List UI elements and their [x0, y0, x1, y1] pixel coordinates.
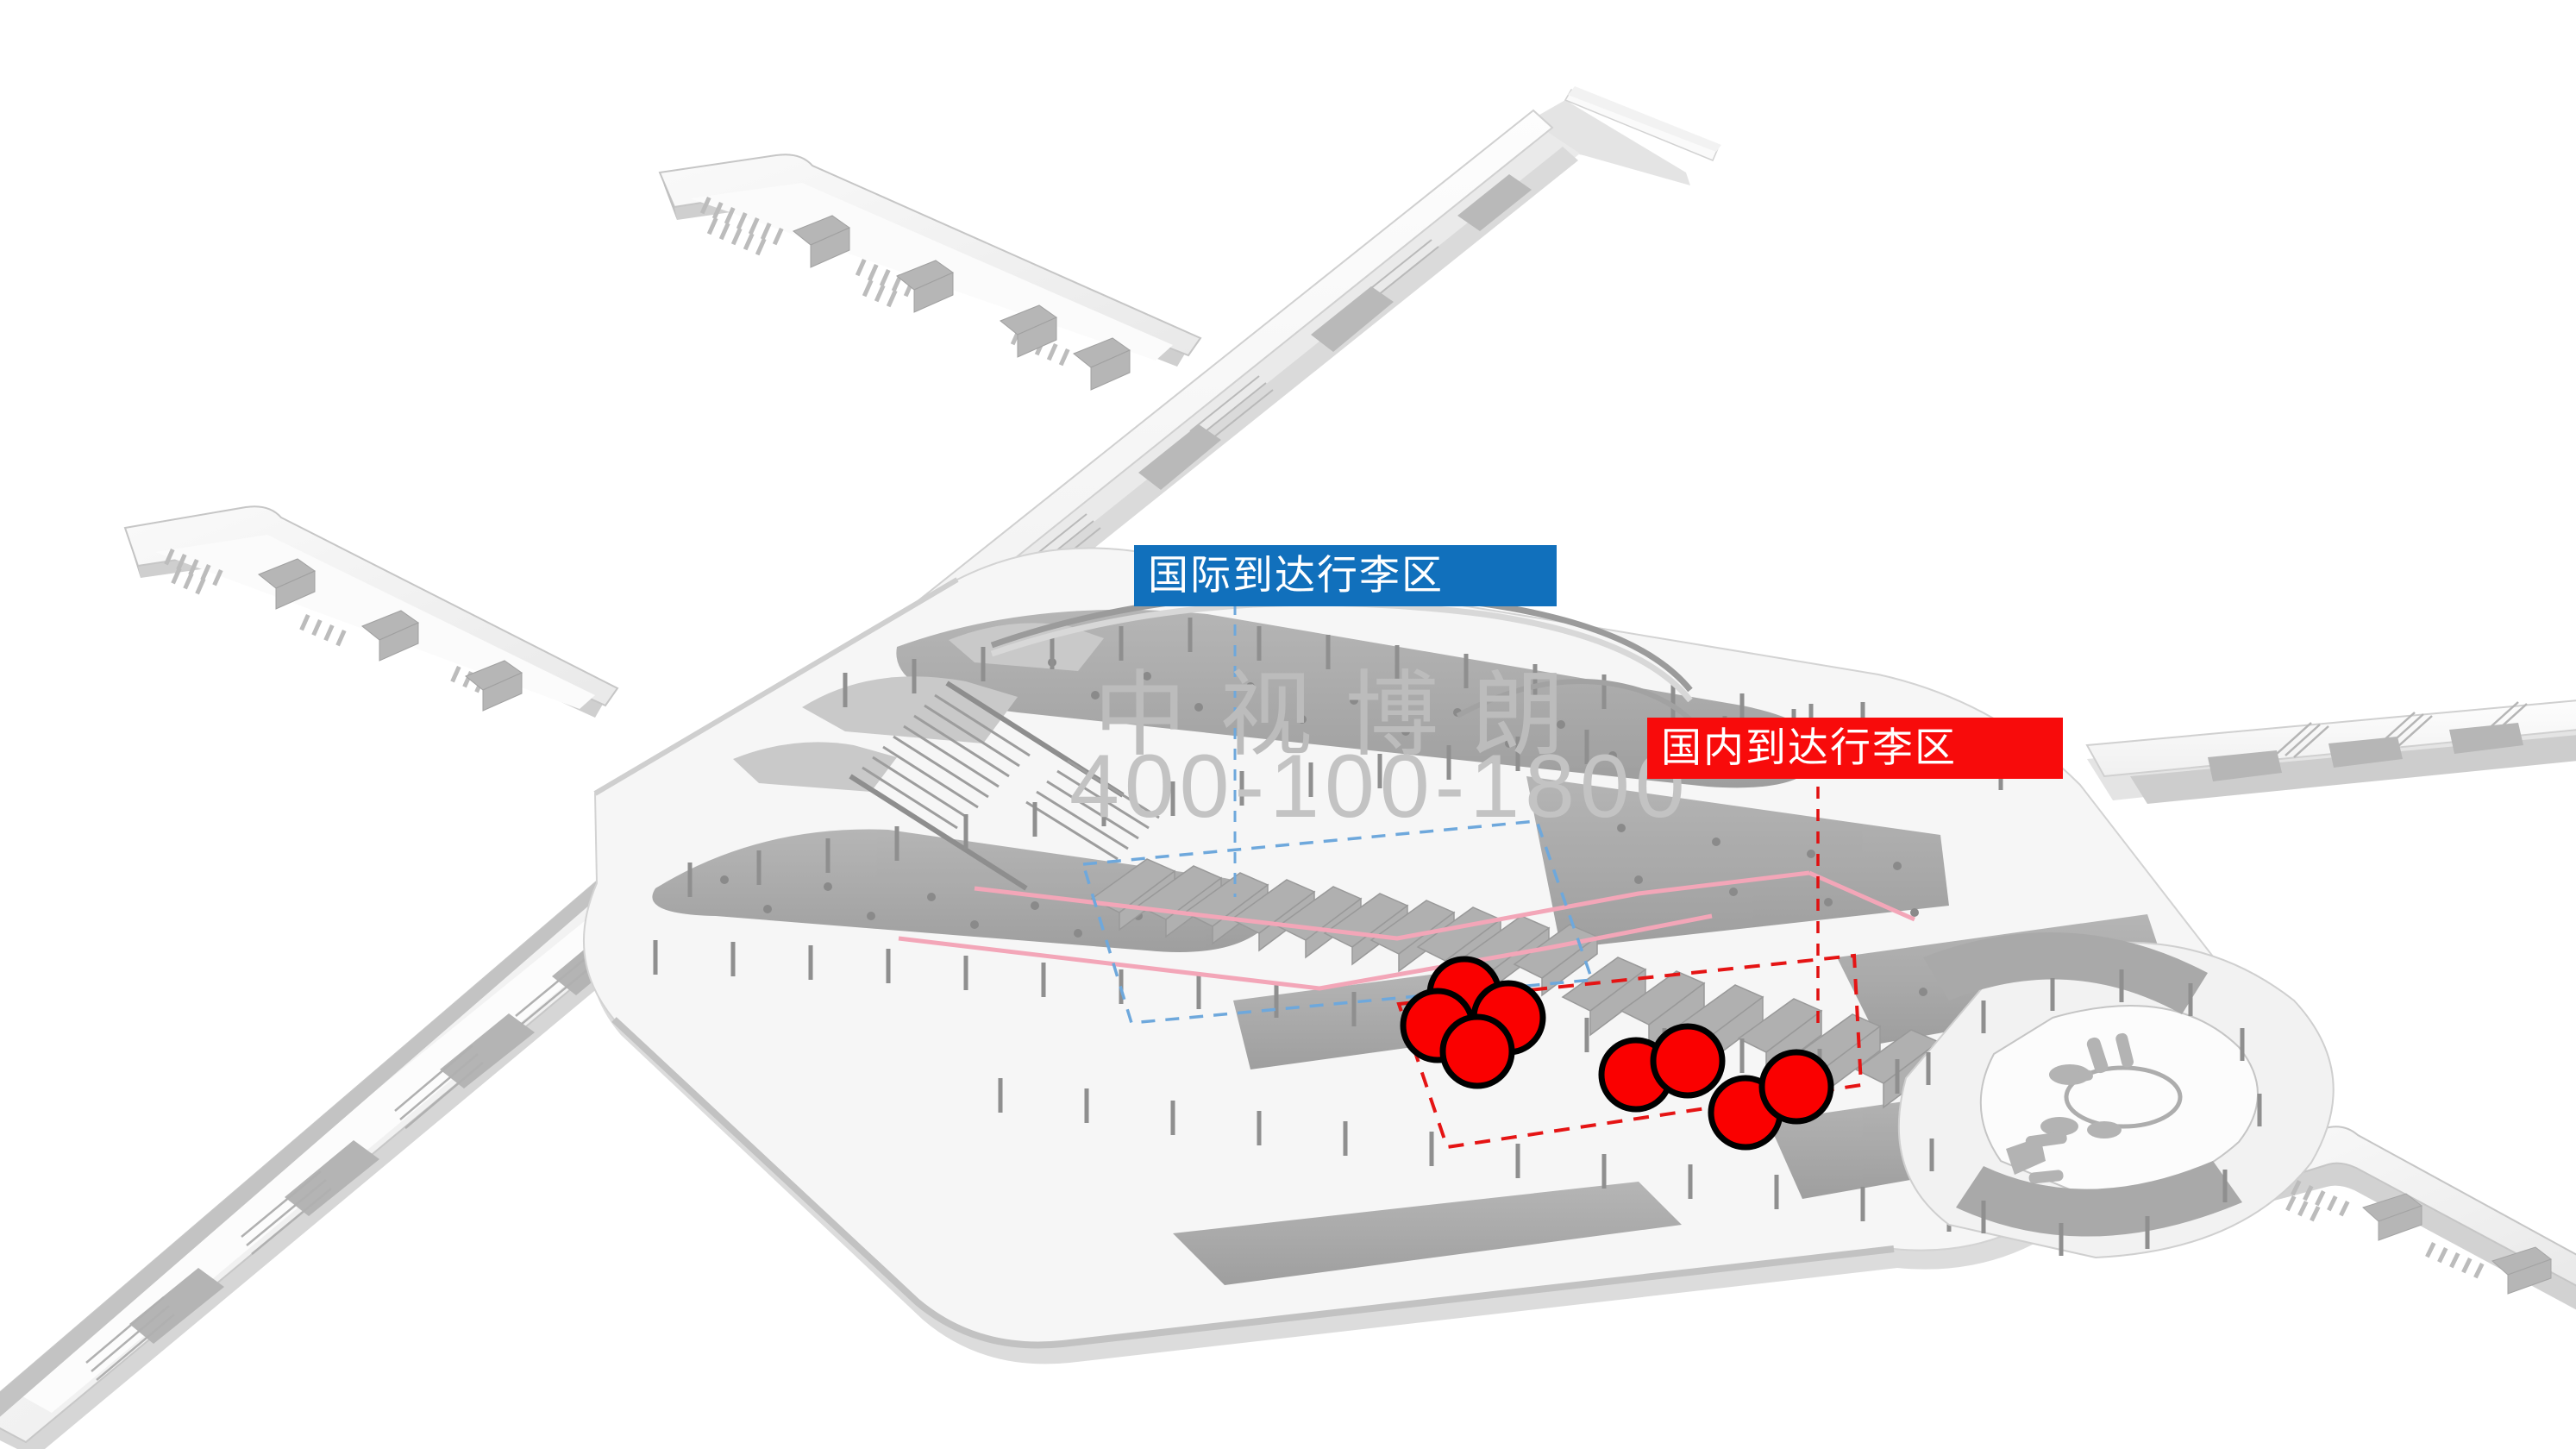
elevated-roadway-south	[2085, 699, 2576, 804]
pier-northwest	[658, 154, 1202, 391]
circulation-route	[898, 870, 1916, 991]
callout-domestic-arrivals-baggage[interactable]: 国内到达行李区	[1647, 718, 2063, 779]
domestic-baggage-zone	[1396, 953, 1864, 1150]
marker-circle	[1439, 1013, 1515, 1089]
pier-west	[123, 505, 619, 718]
baggage-carousel-array	[1090, 858, 1999, 1125]
roundabout-east	[1897, 932, 2335, 1259]
baggage-carousel-markers[interactable]	[1400, 956, 1834, 1151]
international-baggage-zone	[1081, 819, 1595, 1025]
marker-circle	[1650, 1023, 1726, 1099]
escalator-bank	[862, 693, 1031, 830]
callout-international-arrivals-baggage[interactable]: 国际到达行李区	[1134, 545, 1557, 606]
pier-southwest	[0, 879, 681, 1449]
marker-circle	[1758, 1049, 1834, 1125]
